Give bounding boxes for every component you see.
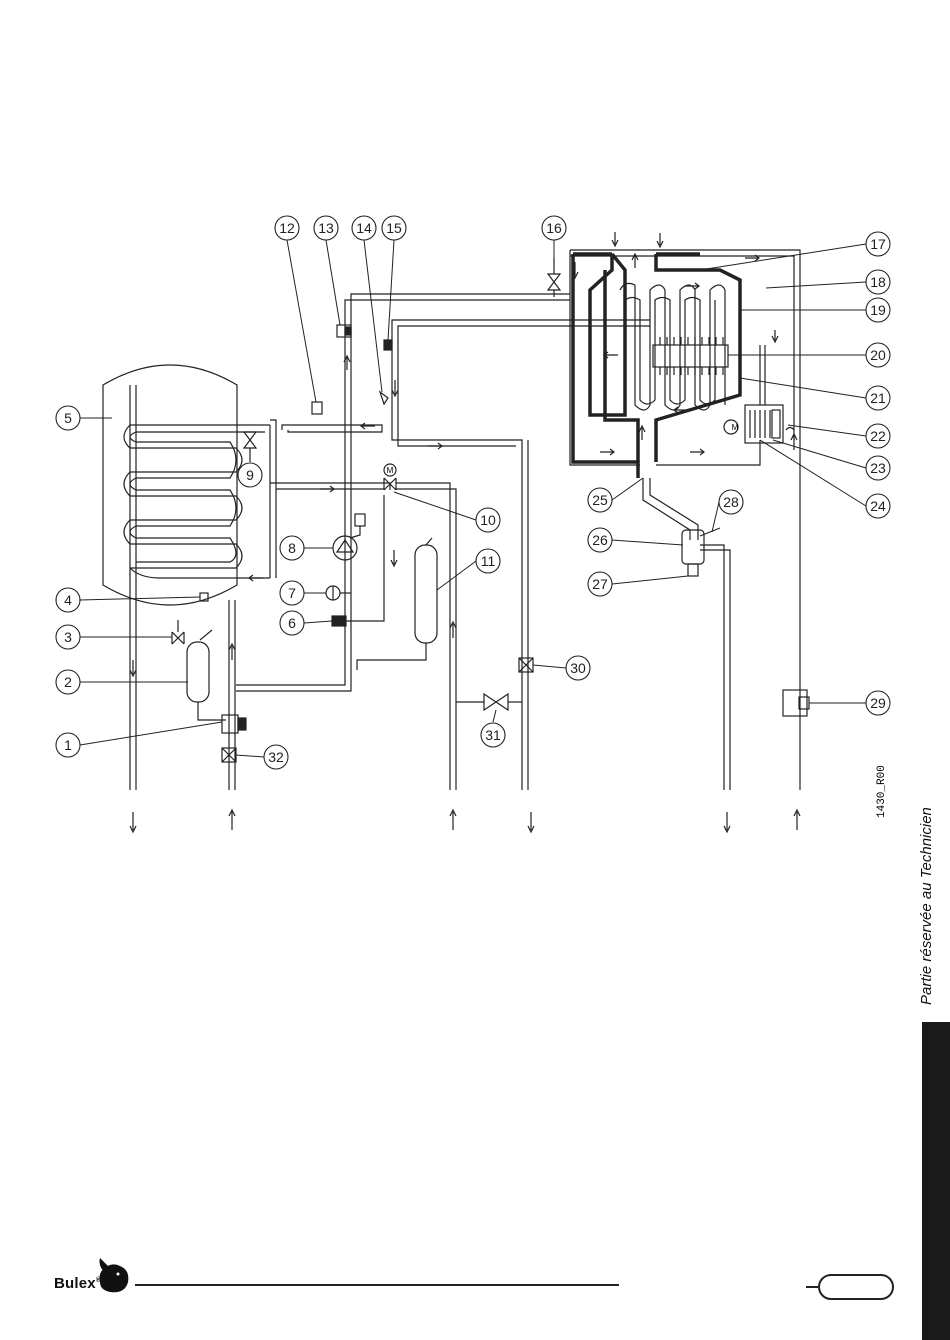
side-caption: Partie réservée au Technicien <box>918 807 935 1005</box>
callout-label-6: 6 <box>288 615 296 631</box>
callout-label-31: 31 <box>485 727 501 743</box>
footer-rule <box>135 1284 619 1286</box>
callout-label-23: 23 <box>870 460 886 476</box>
callout-label-13: 13 <box>318 220 334 236</box>
callout-label-3: 3 <box>64 629 72 645</box>
callout-label-24: 24 <box>870 498 886 514</box>
drawing-code: 1430_R00 <box>876 765 888 818</box>
motor-symbol-fan: M <box>732 423 739 432</box>
callout-label-22: 22 <box>870 428 886 444</box>
callout-label-25: 25 <box>592 492 608 508</box>
callout-label-18: 18 <box>870 274 886 290</box>
callout-label-15: 15 <box>386 220 402 236</box>
callout-label-30: 30 <box>570 660 586 676</box>
callout-label-2: 2 <box>64 674 72 690</box>
callout-label-21: 21 <box>870 390 886 406</box>
callout-label-14: 14 <box>356 220 372 236</box>
callout-label-28: 28 <box>723 494 739 510</box>
bulex-logo-icon <box>100 1258 129 1292</box>
callout-label-29: 29 <box>870 695 886 711</box>
page-number-badge <box>818 1274 894 1300</box>
callout-label-1: 1 <box>64 737 72 753</box>
callout-label-8: 8 <box>288 540 296 556</box>
callout-label-17: 17 <box>870 236 886 252</box>
callout-label-10: 10 <box>480 512 496 528</box>
callout-label-11: 11 <box>481 553 496 569</box>
callout-label-16: 16 <box>546 220 562 236</box>
callout-label-5: 5 <box>64 410 72 426</box>
storage-tank <box>103 365 237 605</box>
brand-name: Bulex® <box>54 1275 101 1292</box>
callout-label-4: 4 <box>64 592 72 608</box>
callout-label-26: 26 <box>592 532 608 548</box>
heat-exchanger <box>620 283 725 410</box>
callout-label-20: 20 <box>870 347 886 363</box>
callout-label-12: 12 <box>279 220 295 236</box>
callout-label-32: 32 <box>268 749 284 765</box>
callout-label-9: 9 <box>246 467 254 483</box>
callout-label-27: 27 <box>592 576 608 592</box>
callout-label-19: 19 <box>870 302 886 318</box>
motor-symbol-valve: M <box>387 466 394 475</box>
page-number-dash <box>806 1286 818 1288</box>
section-tab <box>922 1022 950 1340</box>
leader-lines <box>80 240 866 757</box>
callout-label-7: 7 <box>288 585 296 601</box>
